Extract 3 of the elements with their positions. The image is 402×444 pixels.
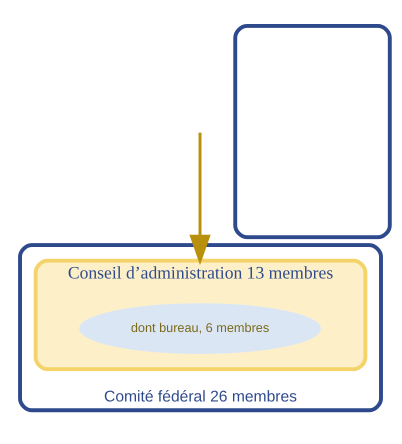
- node-box: [233, 24, 392, 240]
- arrow: [189, 132, 211, 266]
- node-ellipse: dont bureau, 6 membres: [79, 303, 321, 354]
